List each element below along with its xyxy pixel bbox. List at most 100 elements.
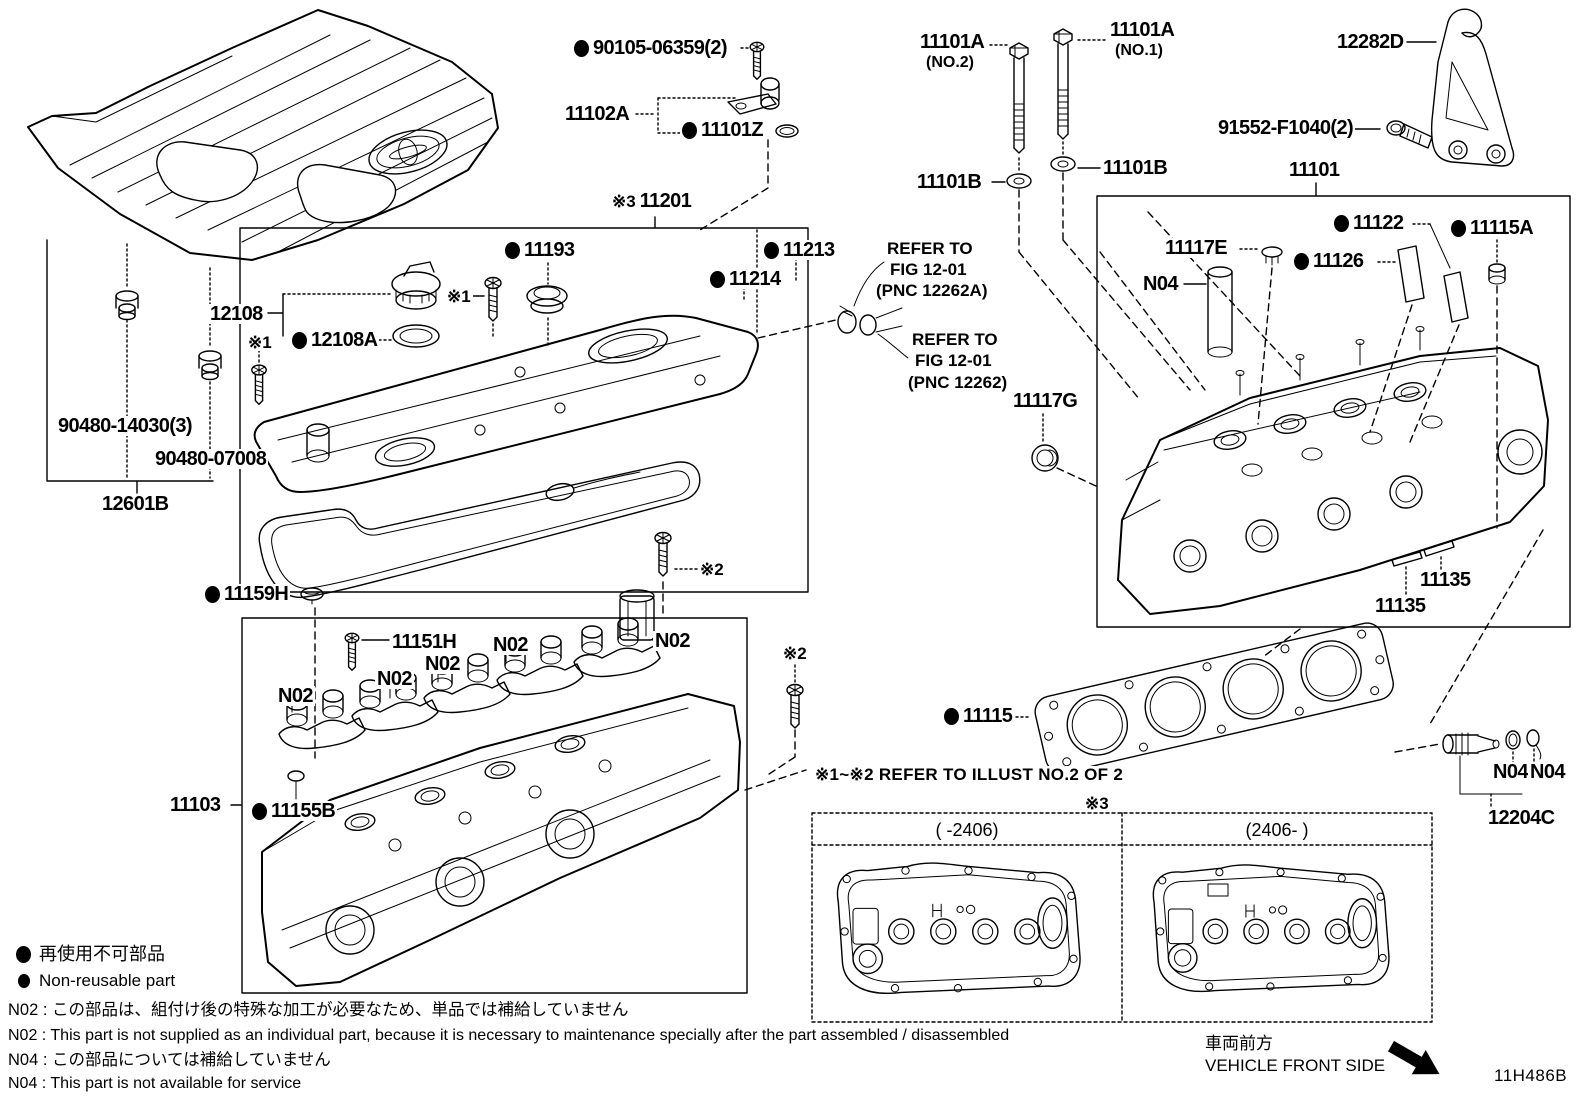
part-number: 12108A [311, 329, 378, 351]
part-label-11101a-no1: 11101A [1108, 19, 1177, 41]
part-number: 11155B [271, 800, 336, 822]
drawing-code: 11H486B [1494, 1066, 1568, 1086]
part-number: 11193 [524, 239, 575, 261]
nonreusable-dot-icon [18, 973, 30, 988]
part-label-12108a: 12108A [290, 329, 380, 351]
nonreusable-dot-icon [710, 270, 725, 288]
part-label-11135-b: 11135 [1373, 596, 1428, 616]
marker-label-n02-2: N02 [375, 669, 414, 689]
part-number: 11103 [170, 794, 221, 816]
marker-x1: ※1 [248, 333, 272, 352]
part-number: 91552-F1040(2) [1218, 117, 1354, 139]
marker-label-n02-1: N02 [276, 686, 315, 706]
part-number: 12282D [1337, 31, 1404, 53]
part-label-11101a-no2: 11101A [918, 32, 987, 52]
part-label-11115: 11115 [942, 706, 1015, 726]
refer-b-line3: (PNC 12262) [906, 373, 1010, 392]
refer-text: FIG 12-01 [915, 351, 992, 370]
note-text: N04 : This part is not available for ser… [8, 1075, 302, 1092]
refer-text: REFER TO [912, 330, 998, 349]
rocker-shaft-assemblies-drawing [278, 590, 661, 750]
part-label-11102a: 11102A [563, 103, 632, 125]
nonreusable-dot-icon [1294, 252, 1309, 270]
nonreusable-dot-icon [505, 241, 520, 259]
header-text: (2406- ) [1245, 820, 1309, 840]
camshaft-sensor-drawing [636, 41, 798, 334]
marker-x3: ※3 [612, 191, 636, 211]
note-n02-jp: N02 : この部品は、組付け後の特殊な加工が必要なため、単品では補給していませ… [8, 1001, 629, 1020]
marker-label-x2-b: ※2 [781, 645, 809, 662]
part-label-11103: 11103 [168, 794, 223, 816]
refer-a-line2: FIG 12-01 [888, 261, 969, 278]
refer-a-line3: (PNC 12262A) [874, 282, 990, 299]
head-small-parts-drawing [1032, 212, 1505, 594]
lower-small-parts-drawing [231, 258, 806, 805]
refer-text: (PNC 12262) [908, 373, 1008, 392]
part-number: 11115A [1470, 217, 1534, 239]
refer-b-line1: REFER TO [910, 331, 1000, 348]
part-suffix: (NO.1) [1115, 42, 1163, 59]
part-label-11117e: 11117E [1163, 238, 1230, 258]
legend-text: Non-reusable part [39, 971, 176, 990]
part-number: 11135 [1420, 569, 1471, 591]
marker-label-x3-table: ※3 [1083, 795, 1111, 812]
cylinder-head-lower-drawing [262, 694, 740, 986]
note-text: N04 : この部品については補給していません [8, 1051, 331, 1069]
part-number: 11101B [917, 171, 982, 193]
part-label-11117g: 11117G [1011, 390, 1080, 412]
marker-label-n02-5: N02 [653, 631, 692, 651]
refer-b-line2: FIG 12-01 [913, 352, 994, 369]
part-label-12601b: 12601B [100, 493, 171, 515]
marker-label-x1-a: ※1 [246, 334, 274, 351]
marker-n04: N04 [1530, 761, 1565, 783]
part-number: 12601B [102, 493, 169, 515]
refer-text: (PNC 12262A) [876, 281, 988, 300]
legend-text: 再使用不可部品 [39, 944, 165, 964]
part-label-no1: (NO.1) [1113, 43, 1165, 59]
part-number: 11151H [392, 631, 457, 653]
note-text: VEHICLE FRONT SIDE [1205, 1056, 1386, 1075]
hanger-bracket-drawing [1354, 9, 1514, 166]
part-label-11122: 11122 [1332, 213, 1406, 233]
camshaft-position-sensor-drawing [1395, 530, 1543, 806]
marker-label-n02-4: N02 [491, 635, 530, 655]
nonreusable-dot-icon [1334, 214, 1349, 232]
part-label-11159h: 11159H [203, 584, 291, 604]
note-text: N02 : This part is not supplied as an in… [8, 1027, 1010, 1044]
cylinder-head-drawing [1118, 327, 1548, 615]
part-label-11151h: 11151H [390, 631, 459, 653]
part-number: 90480-14030(3) [58, 415, 193, 437]
note-text: N02 : この部品は、組付け後の特殊な加工が必要なため、単品では補給していませ… [8, 1001, 629, 1019]
part-number: 11213 [783, 239, 835, 261]
part-label-11193: 11193 [503, 239, 577, 261]
nonreusable-dot-icon [574, 39, 589, 57]
table-header-late: (2406- ) [1152, 820, 1402, 841]
marker-n02: N02 [377, 668, 412, 690]
nonreusable-dot-icon [292, 331, 307, 349]
part-number: 11101A [1110, 19, 1175, 41]
code-text: 11H486B [1494, 1066, 1568, 1085]
part-number: 11102A [565, 103, 630, 125]
part-number: 11117G [1013, 390, 1078, 412]
marker-n02: N02 [655, 630, 690, 652]
marker-n02: N02 [278, 685, 313, 707]
valve-cover-gasket-drawing [259, 462, 700, 597]
part-number: 11126 [1313, 250, 1364, 272]
illust-note: ※1~※2 REFER TO ILLUST NO.2 OF 2 [813, 765, 1126, 784]
marker-label-x2-a: ※2 [698, 561, 726, 578]
part-label-11155b: 11155B [250, 800, 338, 822]
part-label-11115a: 11115A [1449, 217, 1536, 239]
part-label-11101b-left: 11101B [915, 171, 984, 193]
part-label-91552: 91552-F1040(2) [1216, 117, 1356, 139]
head-gasket-drawing [1032, 620, 1396, 776]
note-text: ※1~※2 REFER TO ILLUST NO.2 OF 2 [815, 765, 1124, 784]
front-direction-arrow-icon [1388, 1040, 1440, 1075]
nonreusable-dot-icon [1451, 219, 1466, 237]
front-side-jp: 車両前方 [1205, 1034, 1273, 1054]
part-label-90480-07008: 90480-07008 [153, 449, 269, 469]
note-n02-en: N02 : This part is not supplied as an in… [8, 1027, 1010, 1046]
section-boxes [240, 196, 1570, 1022]
nonreusable-dot-icon [16, 945, 31, 963]
note-n04-en: N04 : This part is not available for ser… [8, 1075, 302, 1094]
